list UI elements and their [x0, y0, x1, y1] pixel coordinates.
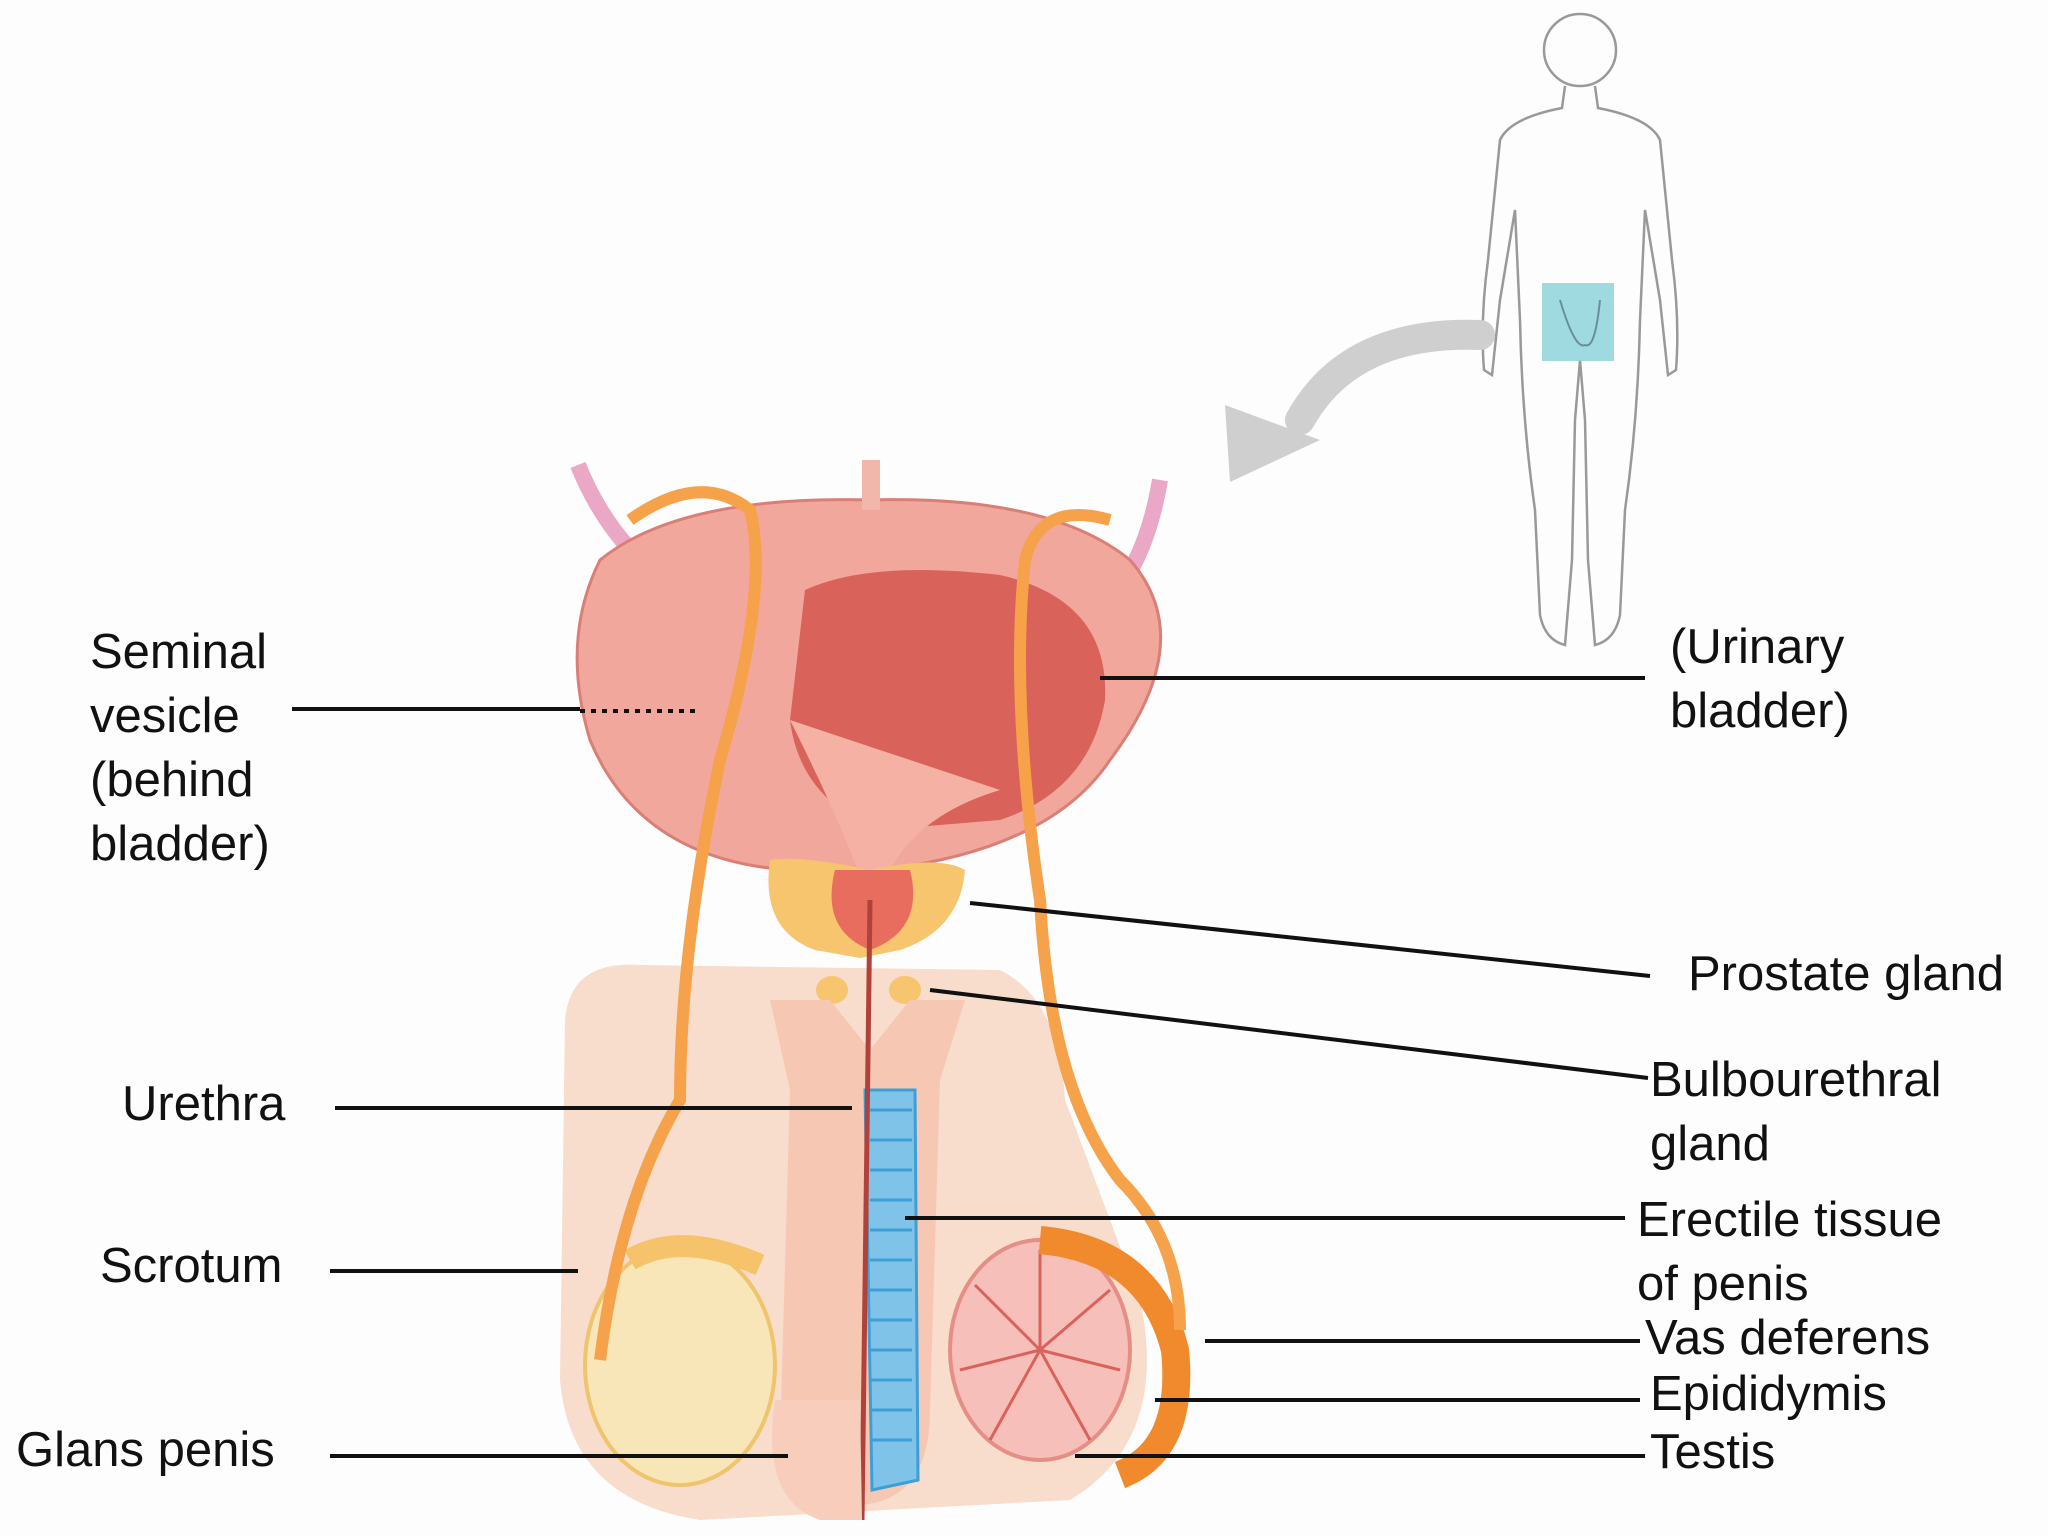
leader-prostate-gland	[970, 903, 1650, 976]
label-seminal-vesicle: Seminal vesicle (behind bladder)	[90, 620, 270, 876]
label-erectile-tissue: Erectile tissue of penis	[1637, 1188, 1942, 1316]
pointer-arrow	[1225, 335, 1480, 482]
label-prostate-gland: Prostate gland	[1688, 942, 2004, 1006]
label-scrotum: Scrotum	[100, 1234, 282, 1298]
urachus	[862, 460, 880, 510]
label-vas-deferens: Vas deferens	[1645, 1306, 1930, 1370]
label-urethra: Urethra	[122, 1072, 285, 1136]
inset-highlight-box	[1542, 283, 1614, 361]
label-bulbourethral-gland: Bulbourethral gland	[1650, 1048, 1941, 1176]
label-glans-penis: Glans penis	[16, 1418, 275, 1482]
label-testis: Testis	[1650, 1420, 1775, 1484]
label-urinary-bladder: (Urinary bladder)	[1670, 615, 1850, 743]
label-epididymis: Epididymis	[1650, 1362, 1887, 1426]
bulbourethral-gland-right	[889, 976, 921, 1004]
bulbourethral-gland-left	[816, 976, 848, 1004]
